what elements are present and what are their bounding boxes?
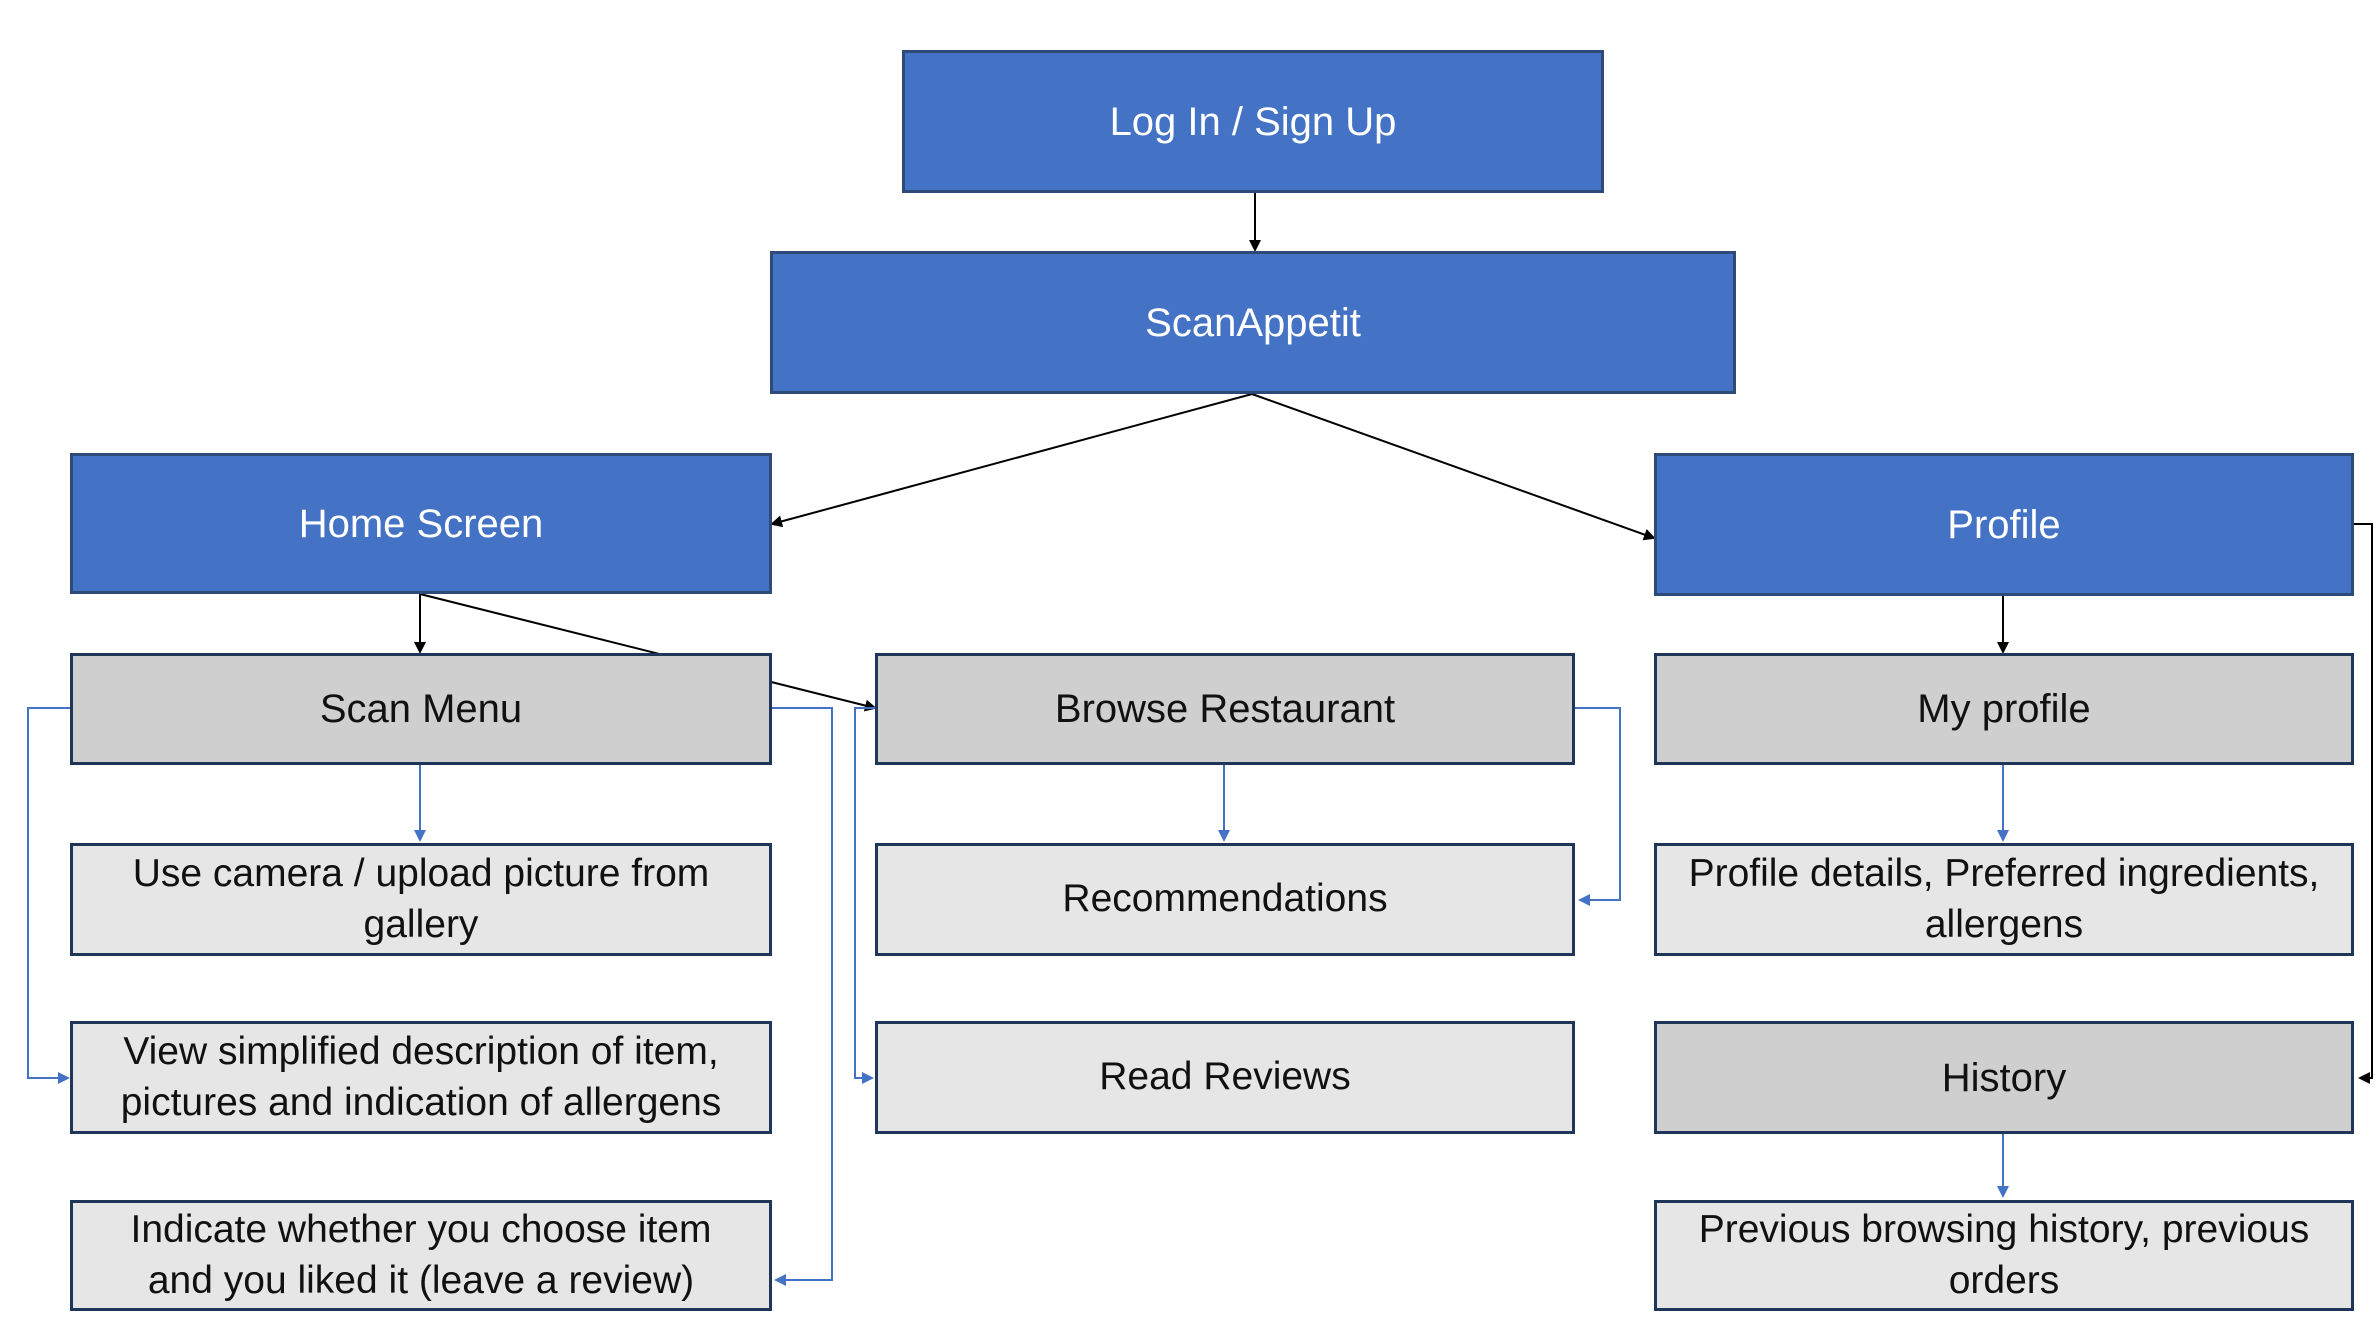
- home-screen-label: Home Screen: [298, 501, 544, 546]
- connector-profile-to-history: [2354, 523, 2373, 1084]
- home-screen-box: Home Screen: [70, 453, 772, 594]
- connector-scan-to-view-description: [27, 707, 70, 1084]
- history-box: History: [1654, 1021, 2354, 1134]
- profile-details-box: Profile details, Preferred ingredients, …: [1654, 843, 2354, 956]
- scan-menu-label: Scan Menu: [319, 687, 523, 731]
- connector-scan-to-indicate: [772, 707, 833, 1286]
- login-signup-box: Log In / Sign Up: [902, 50, 1604, 193]
- indicate-choice-box: Indicate whether you choose item and you…: [70, 1200, 772, 1311]
- my-profile-box: My profile: [1654, 653, 2354, 765]
- scanappetit-box: ScanAppetit: [770, 251, 1736, 394]
- previous-history-box: Previous browsing history, previous orde…: [1654, 1200, 2354, 1311]
- view-description-box: View simplified description of item, pic…: [70, 1021, 772, 1134]
- use-camera-label: Use camera / upload picture from gallery: [132, 851, 710, 946]
- previous-history-label: Previous browsing history, previous orde…: [1698, 1207, 2310, 1302]
- connector-browse-side-to-recommendations: [1575, 707, 1621, 906]
- use-camera-box: Use camera / upload picture from gallery: [70, 843, 772, 956]
- connector-home-to-browse: [419, 593, 877, 712]
- recommendations-box: Recommendations: [875, 843, 1575, 956]
- scanappetit-label: ScanAppetit: [1145, 300, 1361, 345]
- history-label: History: [1941, 1055, 2067, 1100]
- connector-app-to-profile: [1251, 393, 1656, 541]
- recommendations-label: Recommendations: [1062, 877, 1388, 921]
- view-description-label: View simplified description of item, pic…: [120, 1029, 722, 1124]
- read-reviews-label: Read Reviews: [1099, 1055, 1351, 1099]
- profile-details-label: Profile details, Preferred ingredients, …: [1688, 851, 2320, 946]
- connector-app-to-home: [770, 393, 1253, 528]
- profile-label: Profile: [1947, 502, 2061, 547]
- connector-browse-to-read-reviews: [854, 707, 875, 1084]
- browse-restaurant-box: Browse Restaurant: [875, 653, 1575, 765]
- browse-restaurant-label: Browse Restaurant: [1054, 687, 1396, 731]
- profile-box: Profile: [1654, 453, 2354, 596]
- read-reviews-box: Read Reviews: [875, 1021, 1575, 1134]
- login-signup-label: Log In / Sign Up: [1109, 99, 1397, 144]
- scan-menu-box: Scan Menu: [70, 653, 772, 765]
- my-profile-label: My profile: [1917, 687, 2091, 731]
- indicate-choice-label: Indicate whether you choose item and you…: [130, 1207, 712, 1302]
